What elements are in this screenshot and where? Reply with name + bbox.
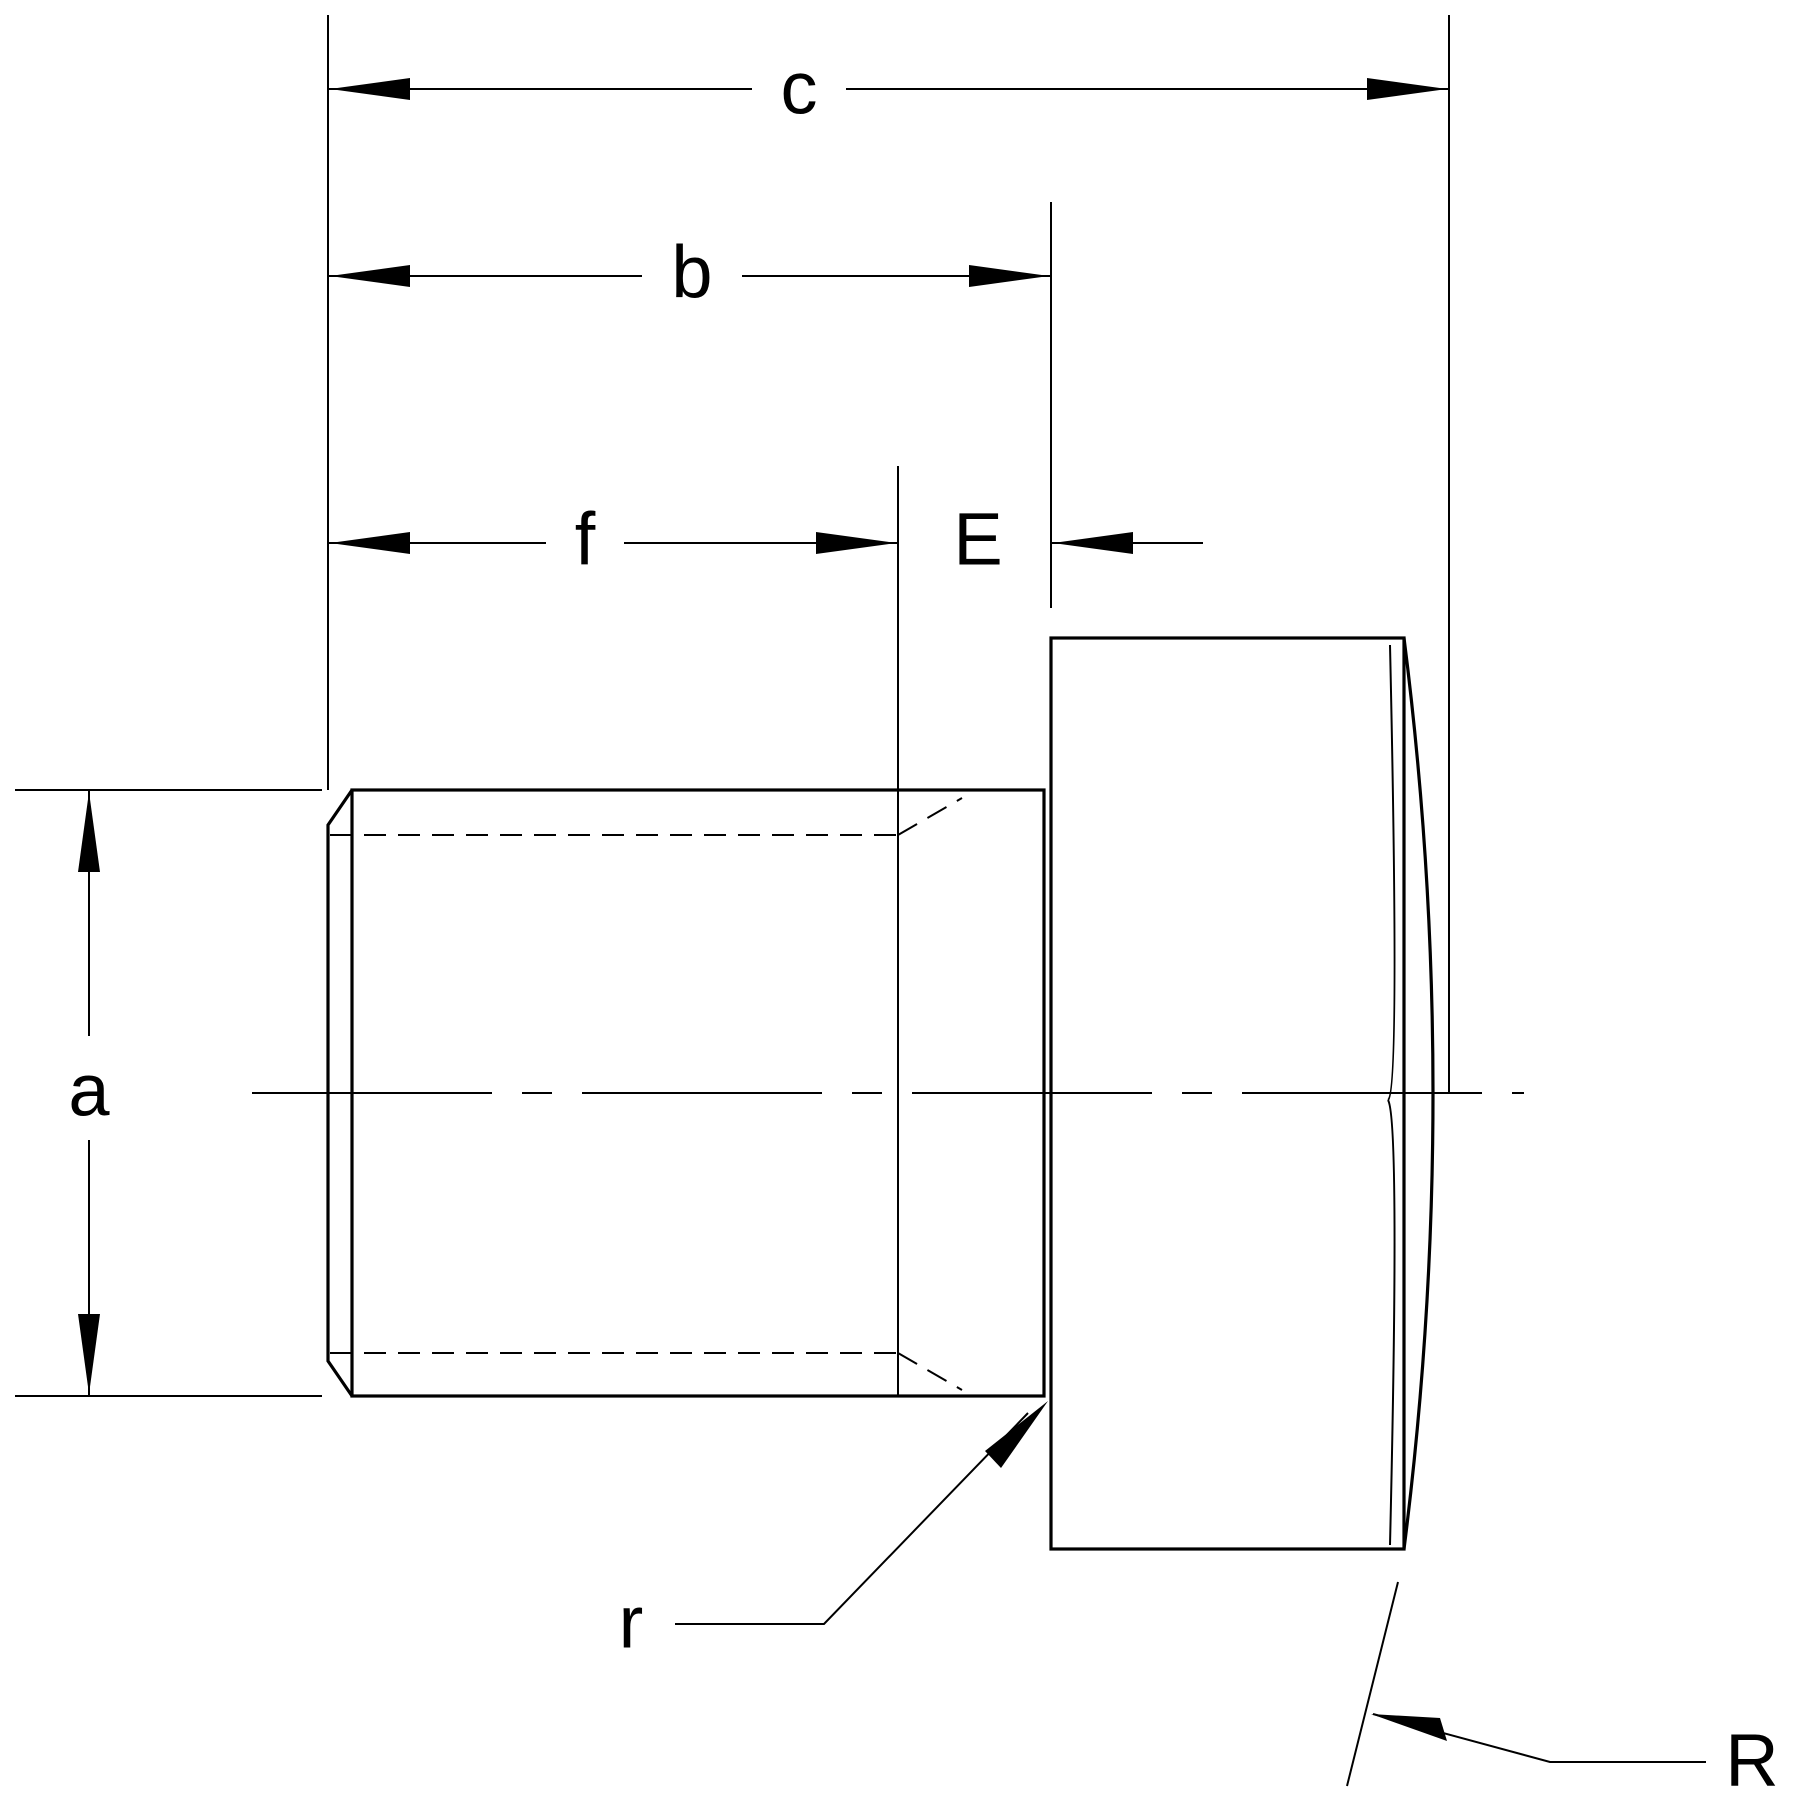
- label-R: R: [1725, 1719, 1778, 1802]
- label-f: f: [575, 498, 596, 581]
- dimension-b: b: [328, 231, 1051, 314]
- dimension-c: c: [328, 47, 1449, 130]
- leader-R: R: [1346, 1581, 1779, 1802]
- dim-b-arrow-right: [969, 265, 1049, 287]
- leader-r-arrow: [985, 1401, 1048, 1468]
- radius-arc-ext: [1346, 1581, 1399, 1787]
- leader-r-line: [675, 1412, 1029, 1625]
- dim-E-arrow: [1053, 532, 1133, 554]
- leader-r: r: [619, 1401, 1048, 1664]
- label-a: a: [68, 1049, 110, 1132]
- label-b: b: [671, 231, 712, 314]
- dim-a-arrow-bottom: [78, 1314, 100, 1394]
- dim-b-arrow-left: [330, 265, 410, 287]
- dim-f-arrow-right: [816, 532, 896, 554]
- thread-hidden-lines: [330, 797, 963, 1391]
- label-r: r: [619, 1581, 644, 1664]
- thread-runout-bottom: [897, 1352, 963, 1391]
- dim-c-arrow-left: [330, 78, 410, 100]
- dimension-a: a: [68, 790, 110, 1396]
- dim-c-arrow-right: [1367, 78, 1447, 100]
- head-dome-inner-lower: [1387, 1099, 1396, 1546]
- extension-lines: [15, 15, 1450, 1397]
- leader-R-arrow: [1371, 1714, 1447, 1741]
- dim-a-arrow-top: [78, 792, 100, 872]
- dimension-E: E: [953, 498, 1203, 581]
- head-dome-inner: [1387, 644, 1396, 1101]
- label-E: E: [953, 498, 1002, 581]
- dim-f-arrow-left: [330, 532, 410, 554]
- dimension-f: f: [328, 498, 898, 581]
- label-c: c: [781, 47, 818, 130]
- thread-runout-top: [897, 797, 963, 836]
